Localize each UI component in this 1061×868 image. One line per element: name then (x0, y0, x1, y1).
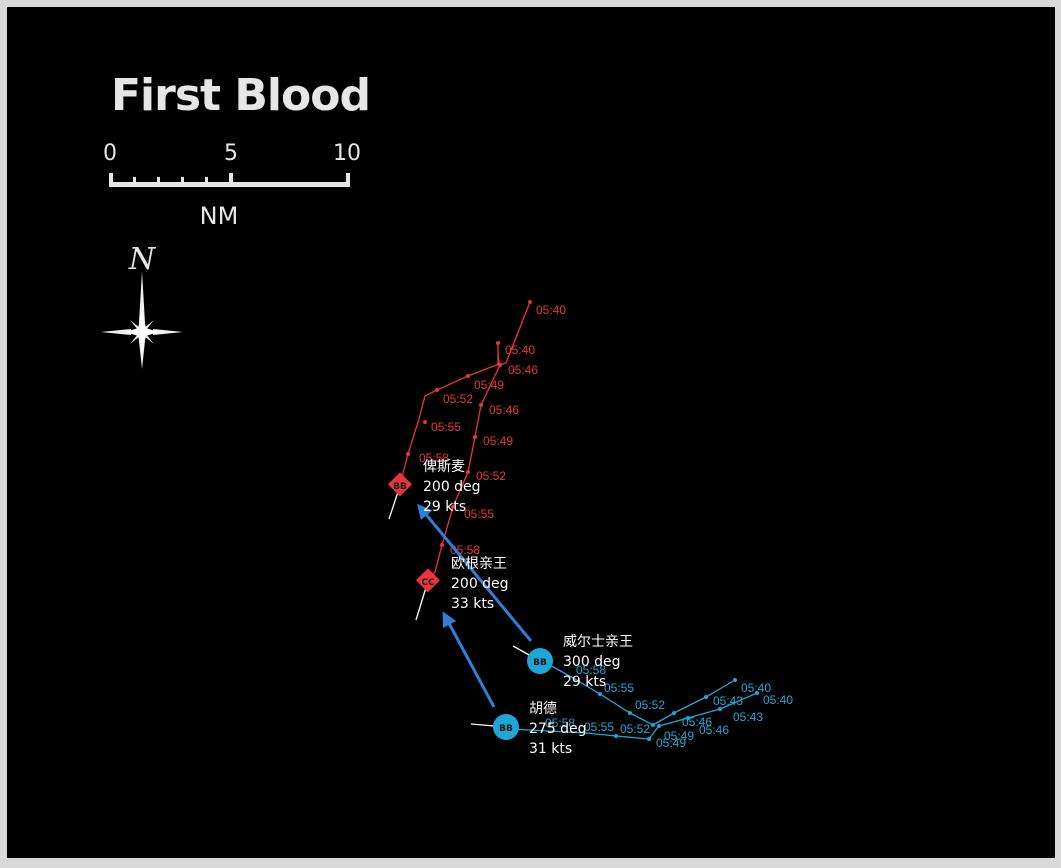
track-time-label: 05:49 (656, 736, 686, 750)
track-time-label: 05:58 (419, 451, 449, 465)
track-time-label: 05:43 (713, 694, 743, 708)
track-time-label: 05:49 (483, 434, 513, 448)
track-time-label: 05:46 (699, 723, 729, 737)
ship-marker-prince-of-wales[interactable]: BB (527, 648, 553, 674)
compass-rose-icon: N (101, 242, 183, 369)
track-time-label: 05:46 (508, 363, 538, 377)
ship-speed: 29 kts (563, 674, 606, 690)
track-time-label: 05:52 (443, 392, 473, 406)
ship-label-hood: 胡德 275 deg 31 kts (529, 701, 587, 757)
track-time-label: 05:40 (536, 303, 566, 317)
ship-marker-bismarck[interactable]: BB (387, 472, 413, 497)
scale-bar: 0 5 10 NM (103, 141, 361, 230)
ship-name: 欧根亲王 (451, 556, 507, 572)
ship-name: 俾斯麦 (423, 459, 465, 475)
ship-code: BB (533, 658, 547, 668)
track-time-label: 05:58 (545, 716, 575, 730)
ship-name: 威尔士亲王 (563, 634, 633, 650)
track-time-label: 05:55 (584, 720, 614, 734)
track-time-label: 05:58 (576, 663, 606, 677)
ship-label-prince-of-wales: 威尔士亲王 300 deg 29 kts (563, 634, 633, 690)
track-time-label: 05:55 (464, 507, 494, 521)
ship-speed: 31 kts (529, 741, 572, 757)
ship-marker-prinz-eugen[interactable]: CC (415, 568, 441, 593)
fire-arrow-hood-to-prinz-eugen (442, 611, 496, 708)
track-time-label: 05:40 (763, 693, 793, 707)
north-label: N (128, 242, 157, 277)
track-time-label: 05:52 (476, 469, 506, 483)
ship-code: BB (499, 724, 513, 734)
scale-unit: NM (200, 202, 239, 230)
map-title: First Blood (111, 70, 370, 121)
scale-label-10: 10 (333, 141, 361, 166)
ship-speed: 33 kts (451, 596, 494, 612)
track-time-label: 05:40 (741, 681, 771, 695)
track-prinz-eugen: 05:40 05:46 05:46 05:49 05:52 05:55 05:5… (427, 300, 566, 581)
track-time-label: 05:52 (620, 722, 650, 736)
ship-marker-hood[interactable]: BB (493, 714, 519, 740)
battle-map: First Blood 0 5 10 NM N (101, 70, 793, 757)
ship-label-bismarck: 俾斯麦 200 deg 29 kts (423, 459, 481, 515)
track-hood: 05:40 05:43 05:46 05:49 05:52 05:55 05:5… (510, 691, 793, 750)
ship-label-prinz-eugen: 欧根亲王 200 deg 33 kts (451, 556, 509, 612)
track-time-label: 05:55 (604, 681, 634, 695)
track-time-label: 05:43 (733, 710, 763, 724)
ship-name: 胡德 (529, 701, 557, 717)
track-prince-of-wales: 05:40 05:43 05:46 05:49 05:52 05:55 05:5… (547, 663, 771, 743)
track-time-label: 05:46 (489, 403, 519, 417)
fire-arrow-pow-to-bismarck (417, 503, 533, 642)
track-time-label: 05:49 (474, 378, 504, 392)
map-frame: First Blood 0 5 10 NM N (7, 7, 1055, 858)
scale-label-0: 0 (103, 141, 117, 166)
ship-code: CC (421, 578, 435, 588)
ship-code: BB (393, 482, 407, 492)
ship-heading: 200 deg (423, 479, 481, 495)
ship-heading: 300 deg (563, 654, 621, 670)
track-time-label: 05:55 (431, 420, 461, 434)
track-time-label: 05:49 (664, 729, 694, 743)
track-time-label: 05:52 (635, 698, 665, 712)
track-bismarck: 05:40 05:49 05:52 05:55 05:58 (399, 341, 535, 486)
scale-label-5: 5 (224, 141, 238, 166)
ship-speed: 29 kts (423, 499, 466, 515)
ship-heading: 275 deg (529, 721, 587, 737)
ship-heading: 200 deg (451, 576, 509, 592)
